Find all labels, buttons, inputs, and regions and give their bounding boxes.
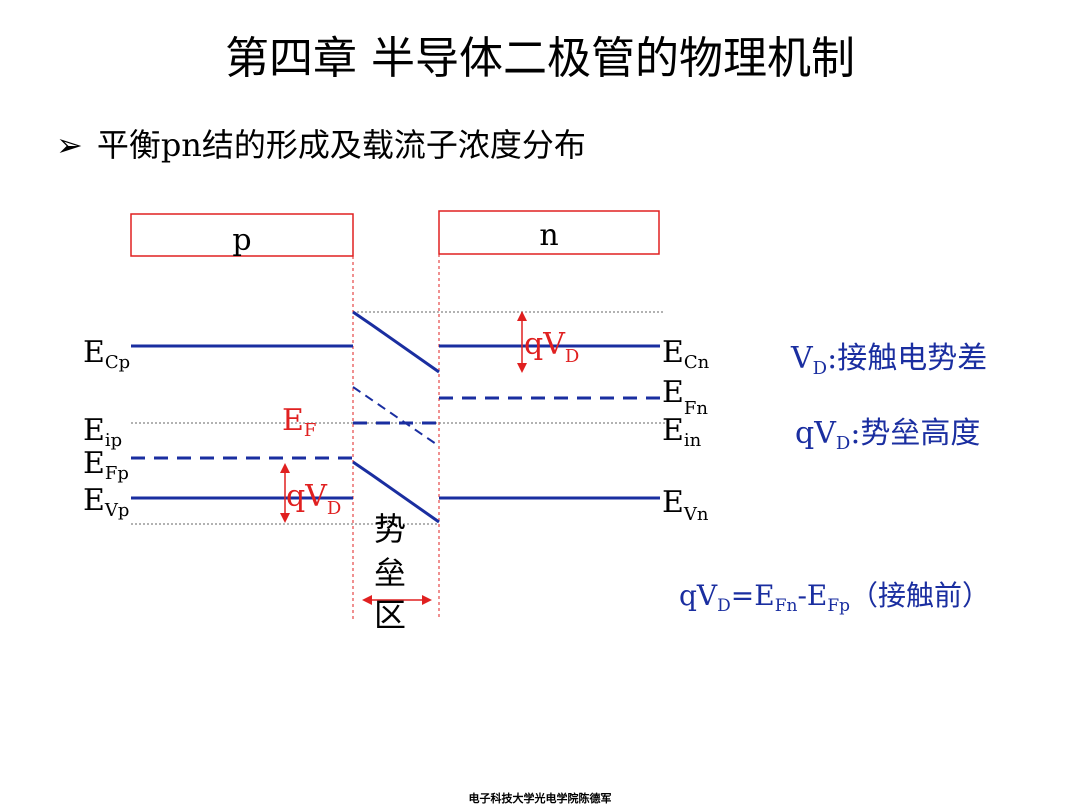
label-E-in: Ein — [662, 413, 702, 451]
label-E-Cn: ECn — [662, 335, 710, 373]
label-E-Cp: ECp — [83, 335, 130, 373]
conduction-band-bend — [352, 310, 440, 374]
note-qvd-definition: qVD:势垒高度 — [795, 416, 980, 454]
bullet-text: 平衡pn结的形成及载流子浓度分布 — [96, 126, 586, 164]
label-E-F: EF — [282, 403, 316, 441]
p-region-label: p — [232, 223, 251, 258]
barrier-height-arrow-lower — [280, 463, 290, 523]
label-E-Fn: EFn — [662, 375, 708, 419]
note-equation: qVD=EFn-EFp（接触前） — [679, 579, 990, 616]
valence-band-bend — [352, 460, 440, 524]
label-E-ip: Eip — [83, 413, 122, 451]
label-E-Vp: EVp — [83, 483, 129, 521]
slide-title: 第四章 半导体二极管的物理机制 — [225, 33, 855, 84]
n-region-label: n — [539, 218, 558, 253]
label-E-Vn: EVn — [662, 485, 709, 525]
p-region-box — [130, 213, 354, 257]
barrier-height-arrow-upper — [517, 311, 527, 373]
label-qVD-upper: qVD — [524, 327, 579, 367]
barrier-region-char-3: 区 — [374, 596, 406, 634]
note-vd-definition: VD:接触电势差 — [790, 341, 987, 379]
label-qVD-lower: qVD — [286, 479, 341, 519]
barrier-region-char-1: 势 — [374, 510, 406, 548]
bullet-heading: ➢ 平衡pn结的形成及载流子浓度分布 — [56, 120, 586, 166]
footer-credit: 电子科技大学光电学院陈德军 — [468, 792, 612, 805]
barrier-region-char-2: 垒 — [374, 554, 406, 592]
n-region-box — [438, 210, 660, 255]
arrow-bullet-icon: ➢ — [56, 126, 83, 164]
label-E-Fp: EFp — [83, 446, 129, 484]
intrinsic-level-bend — [352, 386, 440, 447]
barrier-width-arrow — [362, 595, 432, 605]
